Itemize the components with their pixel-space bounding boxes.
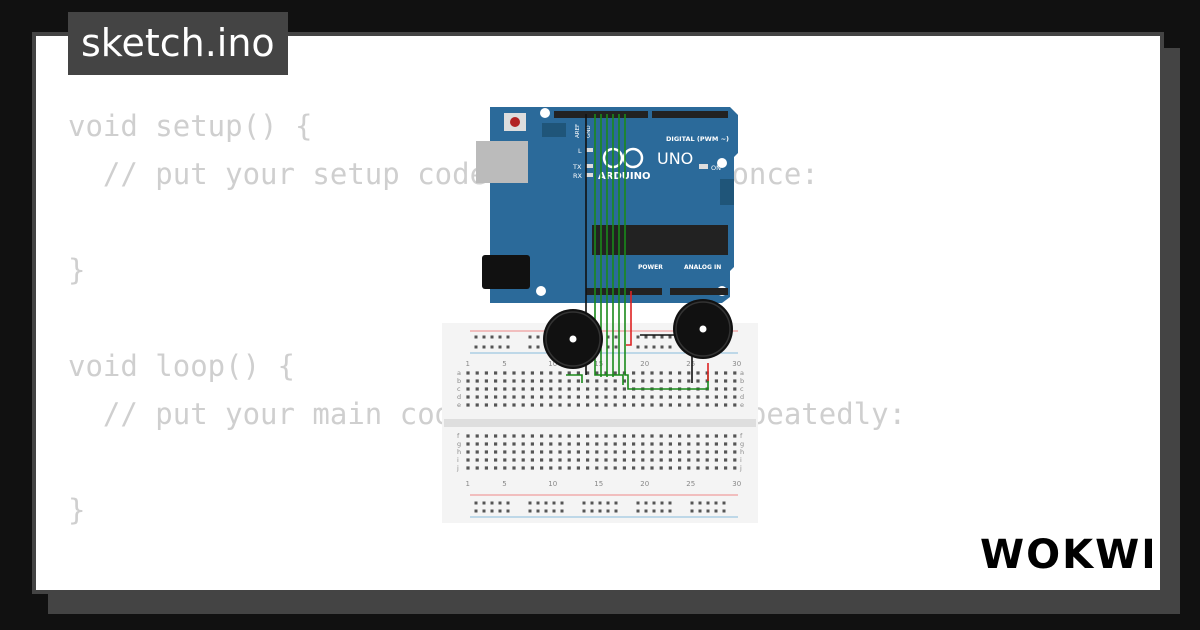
column-number: 20 (640, 480, 649, 488)
mounting-hole (536, 286, 546, 296)
power-header (586, 288, 662, 295)
arduino-uno-board[interactable]: UNO ARDUINO DIGITAL (PWM ~) POWER ANALOG… (476, 107, 738, 303)
column-number: 15 (594, 480, 603, 488)
atmega-chip (592, 225, 728, 255)
arduino-logo-icon (622, 147, 644, 169)
row-letter: g (740, 440, 744, 448)
icsp-header (542, 123, 566, 137)
wire-green (594, 114, 624, 385)
column-number: 30 (732, 360, 741, 368)
power-label: POWER (638, 264, 663, 271)
digital-label: DIGITAL (PWM ~) (666, 135, 729, 143)
icsp-header-2 (720, 179, 734, 205)
row-letter: c (457, 385, 461, 393)
code-line: void setup() { (68, 109, 313, 143)
gnd-label: GND (586, 125, 592, 138)
mounting-hole (717, 158, 727, 168)
row-letter: j (739, 464, 742, 472)
wokwi-logo: WOKWI (980, 532, 1152, 576)
wokwi-logo-text: WOKWI (980, 532, 1152, 576)
row-letter: h (740, 448, 744, 456)
column-number: 15 (594, 360, 603, 368)
l-led (586, 148, 593, 152)
on-label: ON (711, 164, 721, 172)
row-letter: g (457, 440, 461, 448)
row-letter: b (740, 377, 744, 385)
tx-label: TX (572, 163, 582, 171)
row-letter: f (740, 432, 743, 440)
wire-green (624, 114, 709, 390)
column-number: 25 (686, 360, 695, 368)
code-line: void loop() { (68, 349, 295, 383)
analog-label: ANALOG IN (684, 264, 721, 271)
row-letter: f (457, 432, 460, 440)
column-number: 30 (732, 480, 741, 488)
code-line: } (68, 493, 86, 527)
l-label: L (578, 147, 582, 155)
wire-green (566, 374, 583, 383)
row-letter: a (740, 369, 744, 377)
row-letter: d (740, 393, 744, 401)
reset-button[interactable] (510, 117, 520, 127)
row-letter: h (457, 448, 461, 456)
row-letter: j (456, 464, 459, 472)
buzzer-right[interactable] (673, 299, 733, 359)
mounting-hole (540, 108, 550, 118)
row-letter: e (457, 401, 461, 409)
column-number: 10 (548, 360, 557, 368)
rx-led (586, 173, 593, 177)
buzzer-left[interactable] (543, 309, 603, 369)
column-number: 5 (502, 480, 506, 488)
board-name: UNO (657, 149, 693, 168)
row-letter: i (740, 456, 742, 464)
aref-label: AREF (575, 124, 581, 138)
digital-header-right (652, 111, 728, 118)
column-number: 5 (502, 360, 506, 368)
analog-header (670, 288, 728, 295)
row-letter: a (457, 369, 461, 377)
wire-red (626, 291, 632, 346)
breadboard-channel (444, 419, 756, 427)
column-number: 1 (466, 360, 470, 368)
column-number: 1 (466, 480, 470, 488)
power-jack (482, 255, 530, 289)
column-number: 10 (548, 480, 557, 488)
usb-connector (476, 141, 528, 183)
file-tab[interactable]: sketch.ino (68, 12, 288, 75)
breadboard-holes (466, 335, 737, 513)
column-number: 20 (640, 360, 649, 368)
row-letter: e (740, 401, 744, 409)
row-letter: d (457, 393, 461, 401)
power-led (699, 164, 708, 169)
row-letter: b (457, 377, 461, 385)
column-number: 25 (686, 480, 695, 488)
row-letter: i (457, 456, 459, 464)
rx-label: RX (573, 172, 583, 180)
row-letter: c (740, 385, 744, 393)
code-line: } (68, 253, 86, 287)
tx-led (586, 164, 593, 168)
